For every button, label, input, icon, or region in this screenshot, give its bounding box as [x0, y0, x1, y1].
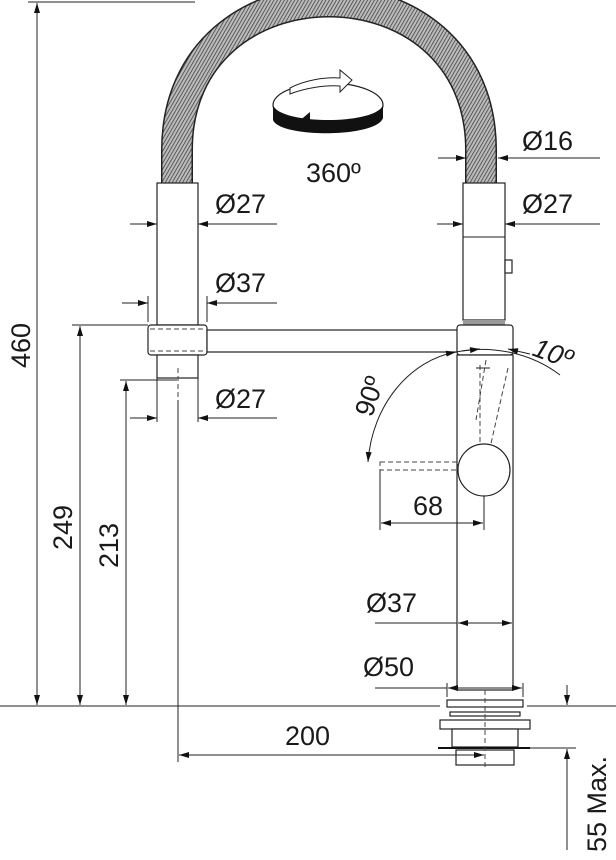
dim-base-diameter: Ø50: [363, 652, 524, 697]
dim-body-diameter: Ø37: [366, 588, 512, 626]
handle-angle-label: 90º: [349, 373, 390, 420]
body-diameter-label: Ø37: [366, 588, 417, 618]
left-upper-diameter-label: Ø27: [215, 189, 266, 219]
base-fitting: [438, 690, 531, 768]
dim-outlet-height: 213: [94, 379, 177, 705]
hose-diameter-label: Ø16: [522, 126, 573, 156]
dim-deck-thickness: 55 Max.: [530, 685, 612, 852]
rotation-label: 360º: [306, 158, 361, 188]
dim-spout-height: 249: [48, 324, 148, 705]
faucet-body: [456, 324, 514, 691]
dim-left-lower-diameter: Ø27: [130, 378, 277, 422]
dim-handle-length: 68: [379, 470, 485, 530]
handle: [379, 443, 511, 497]
rotation-360-icon: 360º: [272, 68, 384, 188]
spout-height-label: 249: [48, 505, 78, 550]
tilt-angle-label: 10º: [529, 332, 578, 374]
hose: [161, 0, 497, 183]
left-column: [147, 182, 208, 379]
reach-label: 200: [285, 721, 330, 751]
dim-hose-diameter: Ø16: [438, 126, 600, 161]
left-ring-diameter-label: Ø37: [215, 268, 266, 298]
left-lower-diameter-label: Ø27: [215, 384, 266, 414]
spray-head-diameter-label: Ø27: [522, 189, 573, 219]
spray-head: [462, 182, 513, 325]
spout-bar: [206, 329, 460, 353]
base-diameter-label: Ø50: [363, 652, 414, 682]
dim-left-upper-diameter: Ø27: [130, 189, 277, 227]
dim-total-height: 460: [6, 1, 195, 705]
total-height-label: 460: [6, 323, 36, 368]
dim-handle-angle: 90º: [349, 350, 457, 463]
dim-left-ring-diameter: Ø37: [122, 268, 277, 322]
dim-reach: 200: [177, 368, 484, 762]
deck-thickness-label: 55 Max.: [582, 756, 612, 852]
dim-spray-head-diameter: Ø27: [437, 189, 600, 227]
handle-length-label: 68: [413, 491, 443, 521]
outlet-height-label: 213: [94, 523, 124, 568]
